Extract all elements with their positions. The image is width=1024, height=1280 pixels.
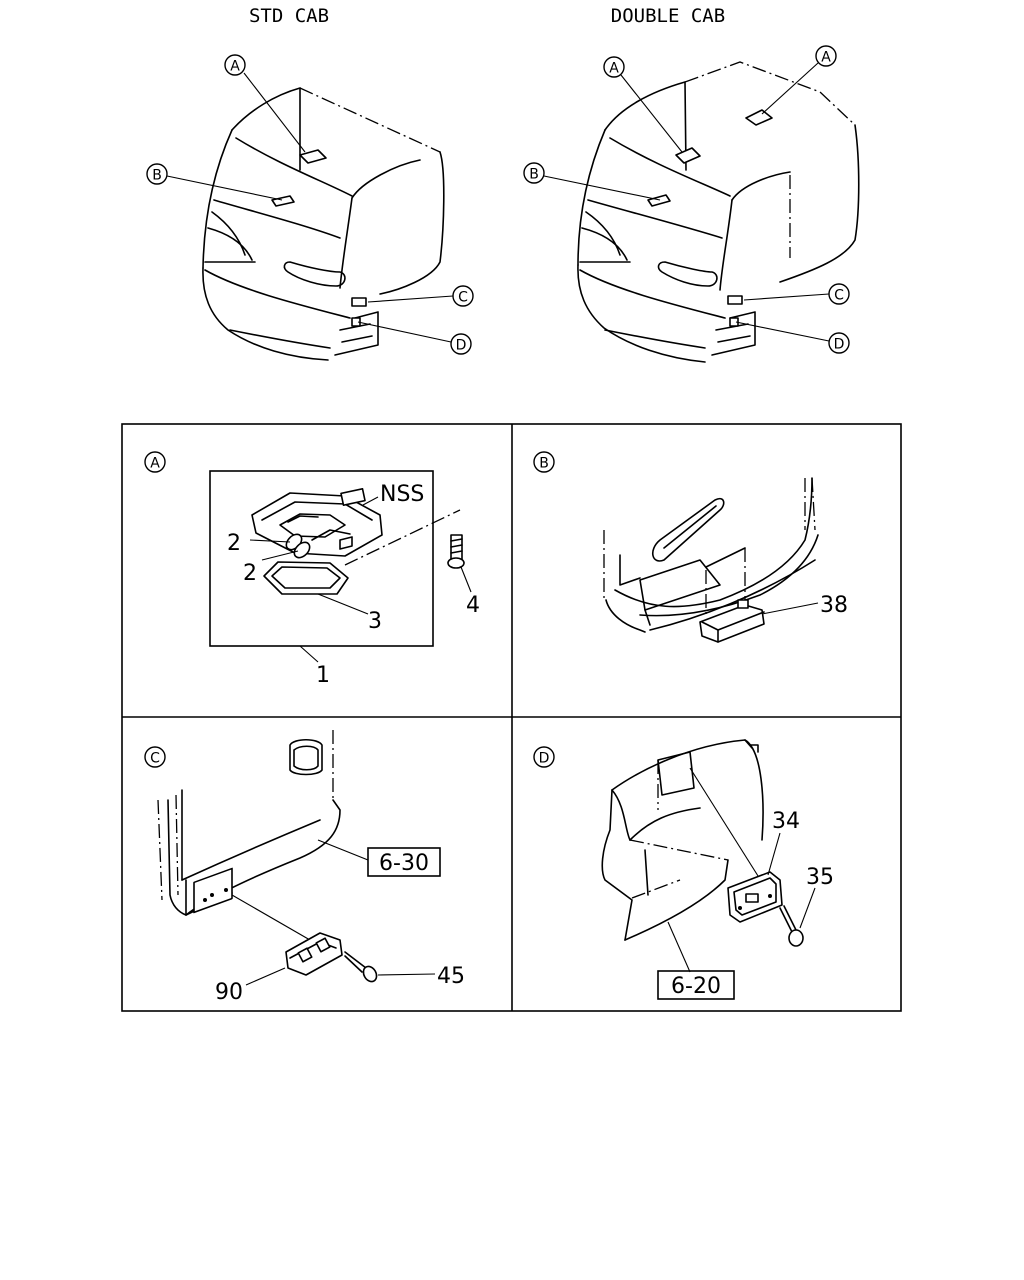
label-part-2-lower: 2 [243, 561, 257, 586]
double-cab-callout-a-right: A [761, 45, 837, 115]
label-nss: NSS [380, 482, 424, 507]
svg-text:D: D [834, 337, 845, 353]
label-part-34: 34 [772, 809, 800, 834]
svg-text:C: C [150, 751, 160, 767]
double-cab-callout-b: B [523, 162, 661, 201]
std-cab-illustration [202, 87, 445, 361]
ref-box-6-20 [657, 970, 735, 1000]
ref-label-6-30: 6-30 [379, 851, 429, 876]
panel-d: D 34 35 6-20 [533, 739, 834, 1000]
svg-text:C: C [458, 290, 468, 306]
panel-b-letter: B [533, 451, 555, 473]
double-cab-callout-d: D [735, 321, 850, 354]
ref-box-6-30 [367, 847, 441, 877]
ref-label-6-20: 6-20 [671, 974, 721, 999]
double-cab-callout-c: C [743, 283, 850, 305]
svg-text:B: B [529, 167, 539, 183]
label-part-45: 45 [437, 964, 465, 989]
svg-text:D: D [539, 751, 550, 767]
std-cab-header: STD CAB [249, 5, 329, 27]
label-part-90: 90 [215, 980, 243, 1005]
double-cab-header: DOUBLE CAB [611, 5, 725, 27]
panel-a-letter: A [144, 451, 166, 473]
assembly-frame [209, 470, 434, 647]
std-cab-callout-a: A [224, 54, 306, 153]
label-part-3: 3 [368, 609, 382, 634]
svg-text:C: C [834, 288, 844, 304]
svg-text:A: A [609, 61, 619, 77]
svg-text:B: B [152, 168, 162, 184]
std-cab-callout-d: D [357, 321, 472, 355]
label-part-4: 4 [466, 593, 480, 618]
svg-text:A: A [150, 456, 160, 472]
label-part-2-upper: 2 [227, 531, 241, 556]
svg-text:D: D [456, 338, 467, 354]
std-cab-callout-c: C [367, 285, 474, 307]
double-cab-callout-a-left: A [603, 56, 683, 153]
svg-text:A: A [230, 59, 240, 75]
panel-d-letter: D [533, 746, 555, 768]
panel-b: B 38 [533, 451, 848, 643]
panel-c-letter: C [144, 746, 166, 768]
double-cab-illustration [577, 61, 860, 363]
label-part-38: 38 [820, 593, 848, 618]
label-part-35: 35 [806, 865, 834, 890]
svg-text:A: A [821, 50, 831, 66]
label-part-1: 1 [316, 663, 330, 688]
panel-c: C 45 90 6-30 [144, 730, 465, 1005]
detail-grid [121, 423, 902, 1012]
panel-a: A NSS 2 2 3 4 1 [144, 451, 480, 688]
svg-text:B: B [539, 456, 549, 472]
std-cab-callout-b: B [146, 163, 283, 201]
